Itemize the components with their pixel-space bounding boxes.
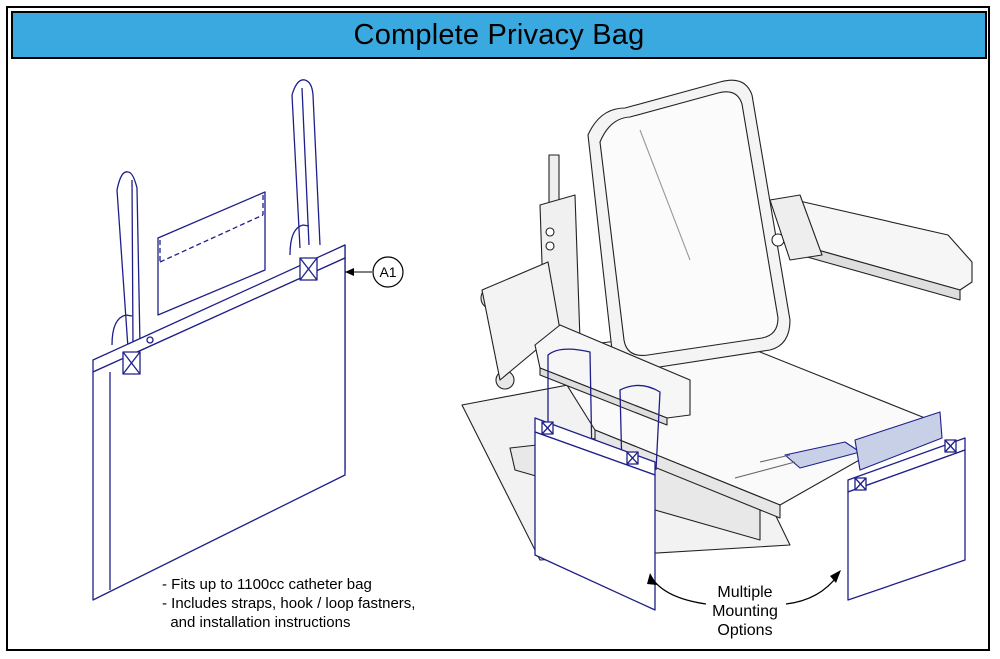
mounting-label-line: Multiple: [717, 584, 773, 601]
privacy-bag-illustration: [92, 79, 346, 601]
chair-illustration: [461, 79, 973, 561]
mounting-label-line: Options: [717, 622, 773, 639]
title-bar: Complete Privacy Bag: [11, 11, 987, 59]
mounting-label-line: Mounting: [712, 603, 778, 620]
callout-label: A1: [379, 264, 396, 280]
mounting-arrows: [647, 570, 841, 605]
note-line: - Fits up to 1100cc catheter bag: [162, 576, 372, 593]
bag-mounted-armrest: [534, 348, 661, 611]
mounting-options-label: Multiple Mounting Options: [704, 583, 786, 640]
callout-a1: A1: [345, 256, 404, 288]
note-line: and installation instructions: [162, 614, 351, 631]
feature-notes: - Fits up to 1100cc catheter bag - Inclu…: [162, 575, 415, 632]
page-title: Complete Privacy Bag: [353, 18, 645, 51]
bag-mounted-seat: [847, 437, 966, 601]
note-line: - Includes straps, hook / loop fastners,: [162, 595, 416, 612]
